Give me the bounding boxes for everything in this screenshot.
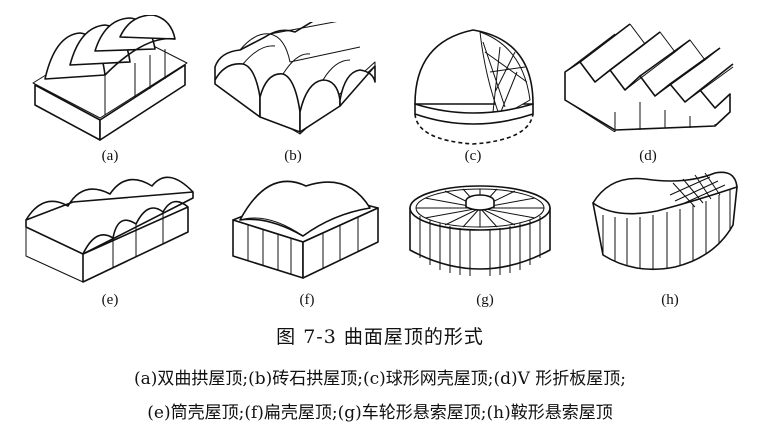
figure-b-masonry-arch-roof: [205, 22, 385, 137]
figure-a-label: (a): [101, 148, 119, 164]
figure-title: 图 7-3 曲面屋顶的形式: [276, 326, 484, 348]
figure-h-label: (h): [661, 292, 679, 308]
figure-c-label: (c): [464, 148, 482, 164]
figure-d-folded-plate-roof: [555, 12, 740, 132]
figure-h-saddle-cable-roof: [585, 165, 745, 285]
figure-f-shallow-shell-roof: [228, 178, 388, 288]
figure-e-barrel-shell-roof: [18, 172, 203, 287]
caption-line-2: (e)筒壳屋顶;(f)扁壳屋顶;(g)车轮形悬索屋顶;(h)鞍形悬索屋顶: [147, 403, 613, 423]
figure-b-label: (b): [284, 148, 302, 164]
figure-g-wheel-cable-roof: [405, 178, 555, 288]
figure-c-spherical-lattice-dome: [405, 22, 545, 147]
figure-a-double-curved-arch-roof: [25, 15, 200, 145]
figure-f-label: (f): [299, 292, 315, 308]
figure-e-label: (e): [101, 292, 119, 308]
figure-g-label: (g): [476, 292, 494, 308]
caption-line-1: (a)双曲拱屋顶;(b)砖石拱屋顶;(c)球形网壳屋顶;(d)V 形折板屋顶;: [133, 369, 627, 389]
figure-d-label: (d): [639, 148, 657, 164]
